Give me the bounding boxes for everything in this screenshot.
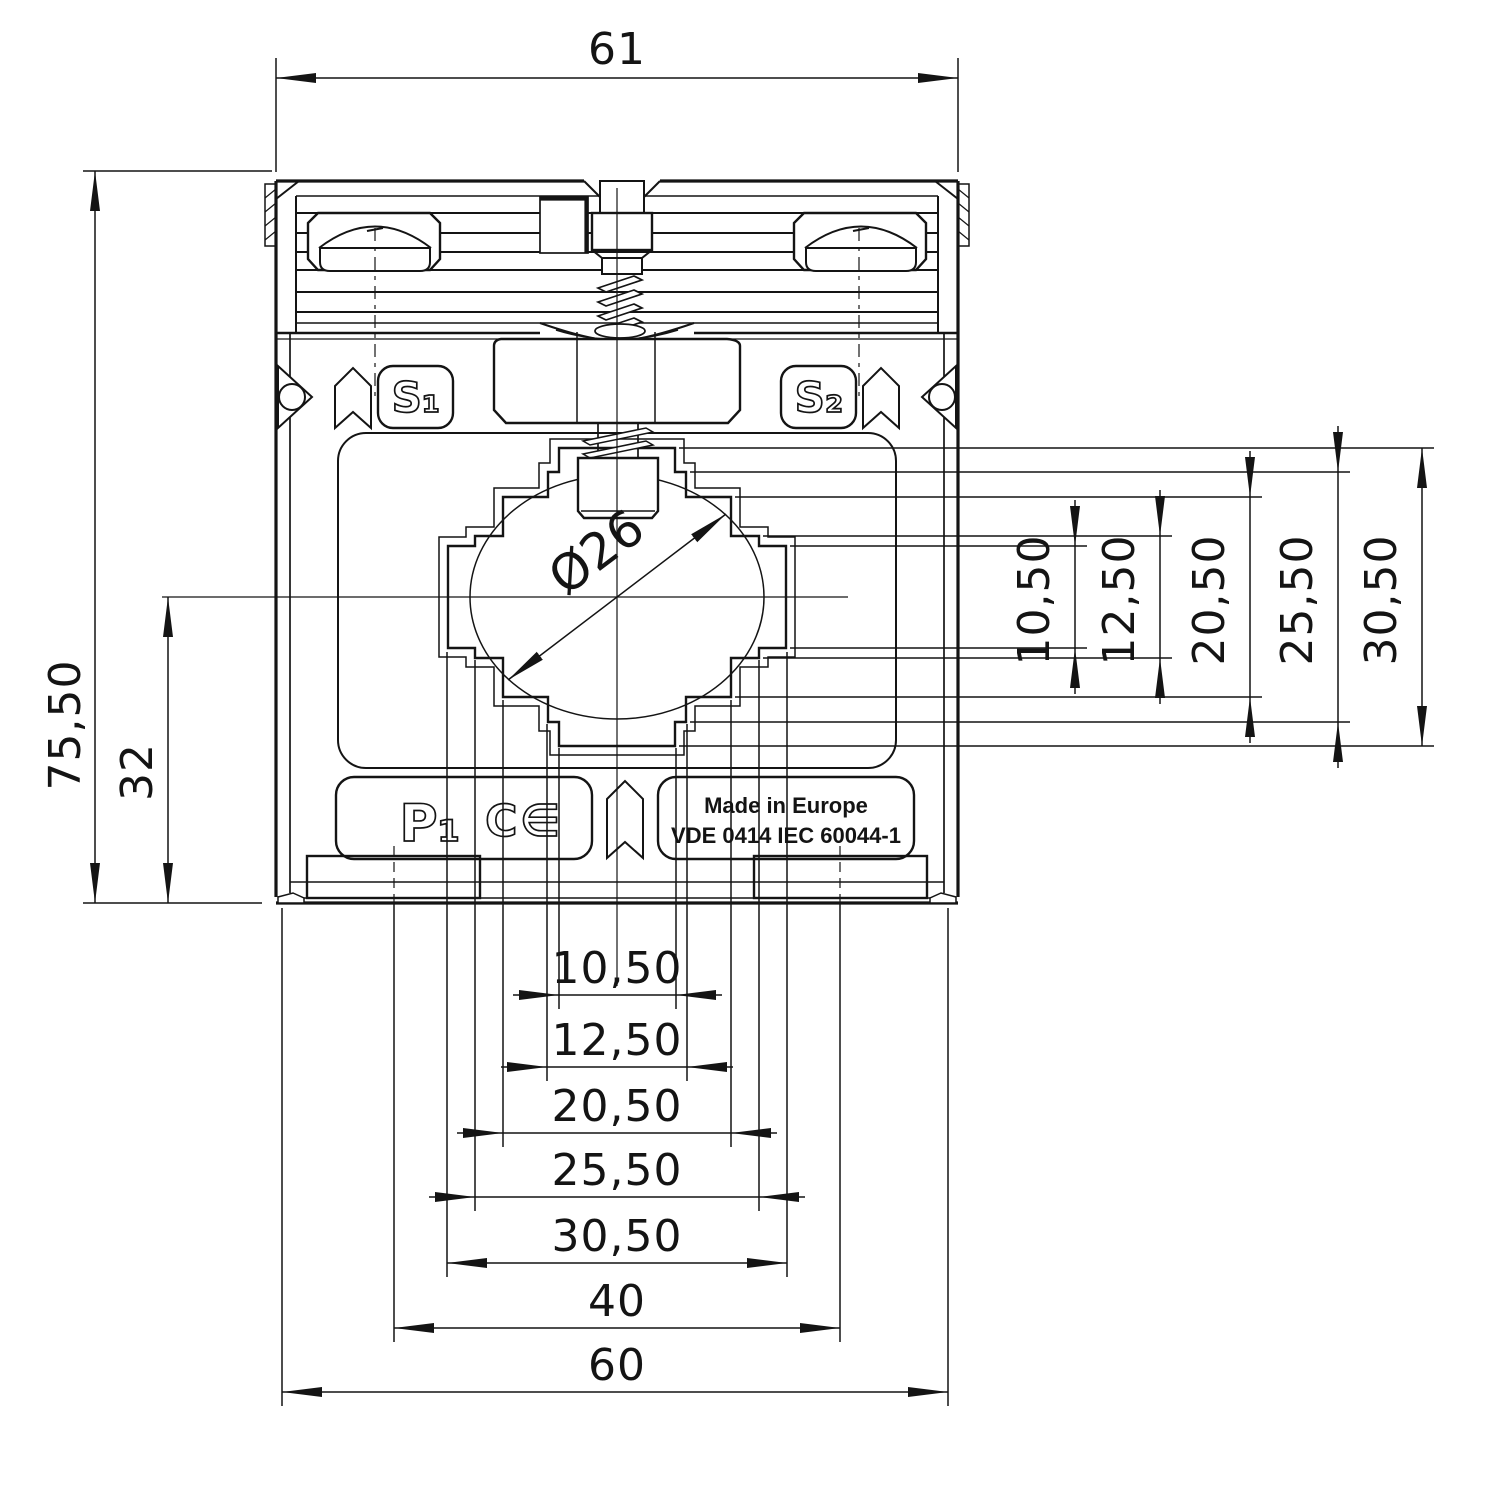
dim-center-height: 32 [112,597,173,903]
terminal-label-s1: S₁ [392,373,441,422]
dim-top-width: 61 [275,24,959,172]
dim-label-7550: 75,50 [40,660,91,791]
clamp-bar-assembly [576,423,660,520]
dim-label-61: 61 [588,24,646,75]
dim-label-bottom-40: 40 [588,1276,646,1327]
chevron-up-icon-bottom [606,779,644,861]
dim-label-bottom-3050: 30,50 [552,1211,683,1262]
chevron-up-icon-left [334,366,372,431]
foot-corner-right [929,892,957,904]
terminal-screw-right [792,211,928,397]
knurl-tab-left [264,183,277,247]
seal-ear-right [920,363,957,431]
dim-label-right-3050: 30,50 [1356,535,1407,666]
centerlines [162,188,848,986]
dim-label-right-1050: 10,50 [1009,535,1060,666]
seal-ear-left [277,363,314,431]
dim-label-bottom-2050: 20,50 [552,1081,683,1132]
plate-made-in-europe: Made in Europe VDE 0414 IEC 60044-1 [656,775,916,861]
foot-corner-left [277,892,305,904]
dim-label-32: 32 [112,743,163,801]
plate-p1-ce: P₁ C∈ [334,775,594,861]
dim-right-heights: 10,50 12,50 20,50 25,50 30,50 [679,426,1434,768]
dim-label-right-1250: 12,50 [1094,535,1145,666]
spring [594,275,646,339]
chevron-up-icon-right [862,366,900,431]
terminal-screw-left [306,211,442,397]
dim-label-bottom-60: 60 [588,1340,646,1391]
dim-label-bottom-1250: 12,50 [552,1015,683,1066]
terminal-cap [264,179,970,397]
dim-label-bottom-2550: 25,50 [552,1145,683,1196]
badge-s2: S₂ [779,364,858,430]
dim-overall-height: 75,50 [40,170,272,904]
terminal-label-p1: P₁ [400,794,461,854]
dim-label-bottom-1050: 10,50 [552,943,683,994]
dim-label-right-2050: 20,50 [1184,535,1235,666]
badge-s1: S₁ [376,364,455,430]
standard-text: VDE 0414 IEC 60044-1 [671,823,901,848]
knurl-tab-right [957,183,970,247]
dim-label-right-2550: 25,50 [1272,535,1323,666]
made-in-europe-text: Made in Europe [704,793,868,818]
ce-mark-icon: C∈ [485,796,563,847]
clamp-plate [539,196,589,254]
dim-bottom-widths: 10,50 12,50 20,50 25,50 30,50 40 60 [281,652,949,1406]
terminal-label-s2: S₂ [795,373,844,422]
center-screw [583,180,661,339]
